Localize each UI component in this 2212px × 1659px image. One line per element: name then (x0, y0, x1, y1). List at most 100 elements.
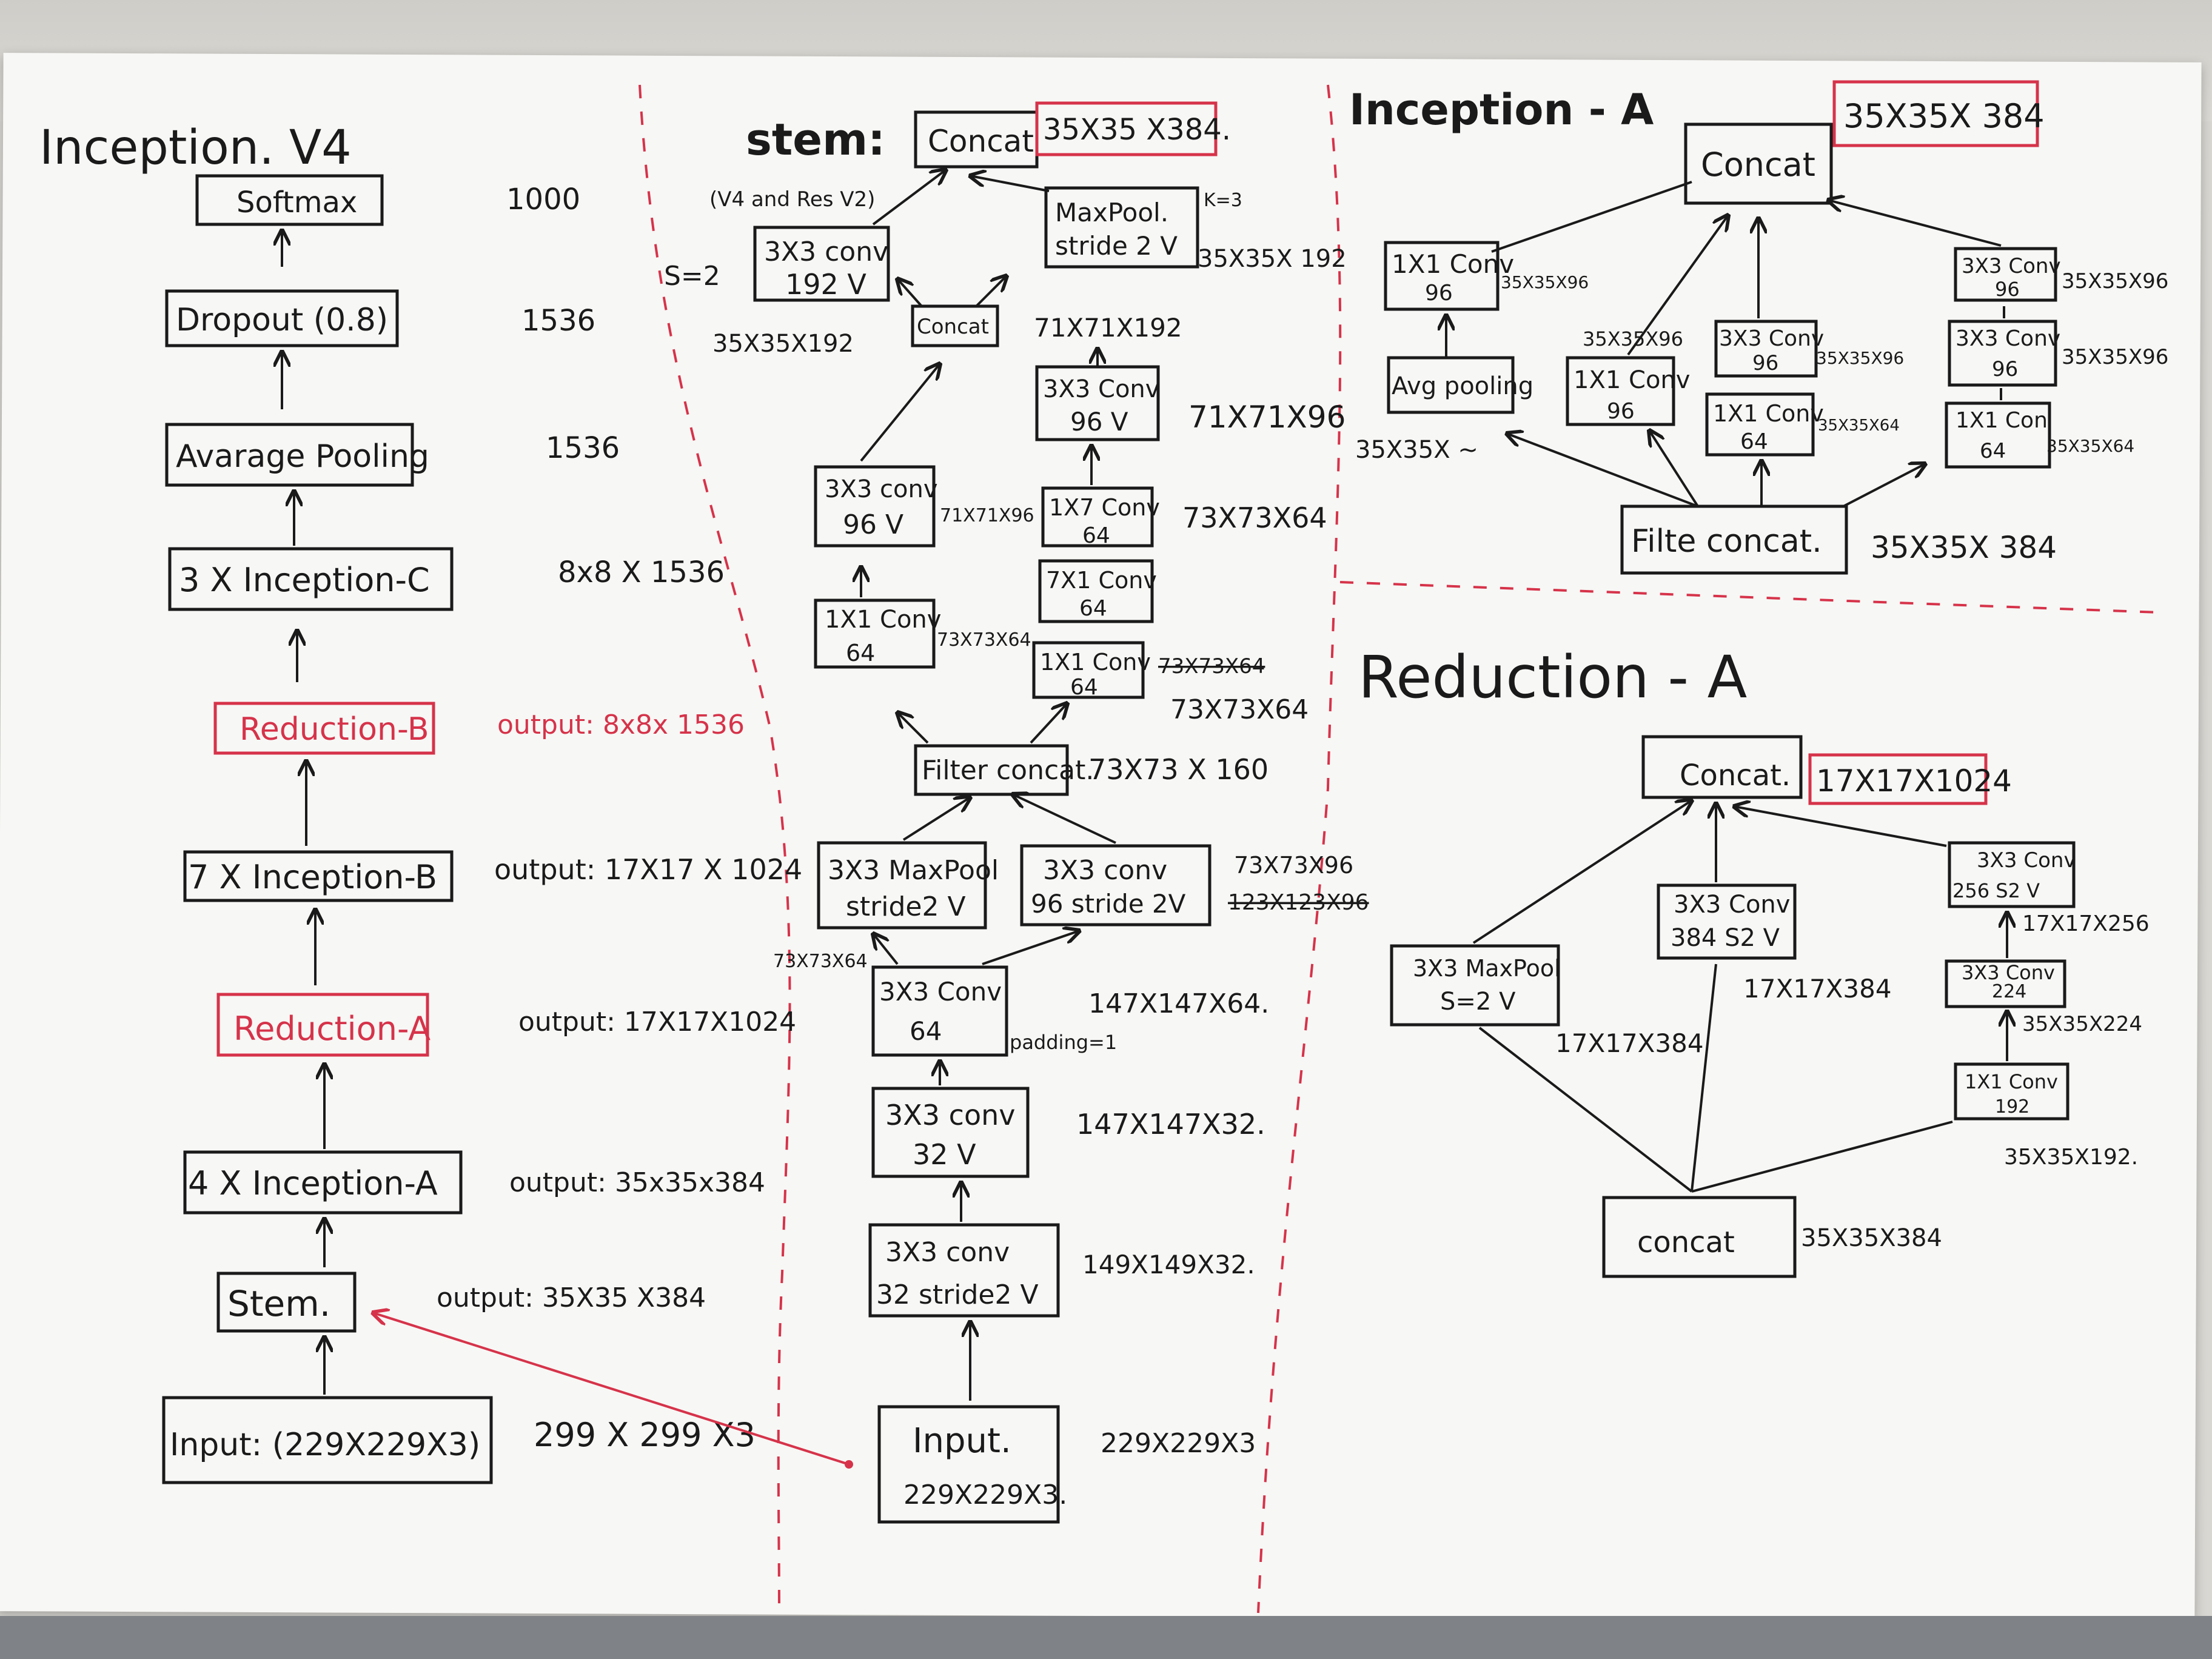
red-a-conv384-out: 17X17X384 (1743, 974, 1892, 1004)
red-a-conv192-l2: 192 (1995, 1096, 2029, 1118)
red-a-concat: Concat. 17X17X1024 (1641, 735, 2012, 805)
stem-conv32s2: 3X3 conv 32 stride2 V 149X149X32. (868, 1223, 1255, 1318)
red-link-arrow (373, 1313, 850, 1466)
block-input-note: 299 X 299 X3 (534, 1416, 756, 1454)
stem-conv7x1-l1: 7X1 Conv (1046, 567, 1157, 594)
block-inception-c-label: 3 X Inception-C (179, 561, 430, 599)
red-a-bottom-out: 35X35X384 (1801, 1224, 1942, 1252)
stem-conv1x7-l1: 1X7 Conv (1049, 494, 1160, 521)
red-a-conv256-l1: 3X3 Conv (1977, 848, 2076, 873)
block-avg-pooling-label: Avarage Pooling (176, 438, 429, 475)
stem-conv64: 3X3 Conv 64 padding=1 147X147X64. (871, 965, 1269, 1057)
red-a-conv384-l2: 384 S2 V (1671, 924, 1780, 952)
divider-right-horizontal (1339, 581, 2159, 614)
red-a-bottom-label: concat (1637, 1225, 1735, 1259)
stem-input: Input. 229X229X3. 229X229X3 (877, 1405, 1256, 1524)
inc-a-avg-out: 35X35X ~ (1355, 436, 1478, 464)
stem-conv1x1-left: 1X1 Conv 64 73X73X64 (814, 598, 1031, 669)
inc-a-b3b: 1X1 Conv 64 35X35X64 (1705, 392, 1900, 457)
block-input: Input: (229X229X3) 299 X 299 X3 (162, 1396, 756, 1484)
red-a-conv256: 3X3 Conv 256 S2 V 17X17X256 (1948, 841, 2150, 936)
stem-conv1x1-left-l2: 64 (846, 640, 875, 666)
inc-a-b4a: 3X3 Conv 96 35X35X96 (1954, 247, 2168, 302)
red-link-dot (845, 1460, 853, 1469)
stem-concat-top-label: Concat (928, 124, 1034, 159)
red-a-maxpool-out: 17X17X384 (1555, 1028, 1704, 1058)
stem-conv1x1-right: 1X1 Conv 64 73X73X64 73X73X64 (1032, 641, 1309, 725)
block-reduction-a: Reduction-A output: 17X17X1024 (216, 993, 796, 1057)
stem-conv96s2-l2: 96 stride 2V (1031, 889, 1186, 919)
block-inception-a: 4 X Inception-A output: 35x35x384 (183, 1150, 765, 1215)
stem-k3: K=3 (1204, 190, 1242, 211)
stem-conv1x1-right-out: 73X73X64 (1170, 694, 1309, 725)
stem-conv1x1-left-l1: 1X1 Conv (825, 606, 941, 634)
stem-conv7x1: 7X1 Conv 64 (1038, 559, 1157, 623)
stem-conv96-right-out: 71X71X96 (1188, 400, 1346, 435)
inc-a-title: Inception - A (1349, 85, 1654, 135)
inc-a-b3a-l1: 3X3 Conv (1719, 326, 1824, 351)
block-inception-a-label: 4 X Inception-A (188, 1164, 438, 1202)
block-softmax-label: Softmax (236, 186, 357, 220)
stem-maxpool-mid-l1: 3X3 MaxPool (828, 855, 999, 886)
stem-input-l2: 229X229X3. (903, 1480, 1067, 1510)
stem-conv1x1-left-out: 73X73X64 (937, 629, 1031, 651)
stem-maxpool-mid: 3X3 MaxPool stride2 V 73X73X64 (773, 841, 999, 972)
stem-filter-concat-out: 73X73 X 160 (1088, 753, 1269, 786)
block-stem-label: Stem. (227, 1283, 330, 1324)
block-reduction-b-note: output: 8x8x 1536 (497, 709, 745, 740)
stem-conv32s2-l2: 32 stride2 V (876, 1279, 1039, 1310)
block-inception-b: 7 X Inception-B output: 17X17 X 1024 (183, 850, 802, 902)
red-a-conv224: 3X3 Conv 224 35X35X224 (1945, 959, 2142, 1036)
stem-conv96-left-l2: 96 V (843, 509, 903, 540)
block-dropout-note: 1536 (521, 304, 595, 338)
stem-conv96-right-l2: 96 V (1070, 407, 1128, 437)
red-a-conv256-out: 17X17X256 (2022, 911, 2150, 936)
block-avg-pooling-note: 1536 (546, 431, 620, 465)
stem-conv192-l2: 192 V (785, 268, 866, 301)
inc-a-b4a-l1: 3X3 Conv (1962, 254, 2061, 278)
block-stem: Stem. output: 35X35 X384 (216, 1272, 706, 1333)
inc-a-b4b-l2: 96 (1992, 357, 2018, 381)
block-dropout: Dropout (0.8) 1536 (165, 289, 595, 347)
stem-conv32s2-out: 149X149X32. (1082, 1250, 1255, 1279)
red-a-out-tag: 17X17X1024 (1816, 763, 2012, 799)
red-a-conv224-l2: 224 (1992, 981, 2026, 1002)
red-a-maxpool-l1: 3X3 MaxPool (1413, 955, 1561, 982)
stem-conv7x1-l2: 64 (1079, 596, 1107, 621)
stem-maxpool-top: MaxPool. stride 2 V K=3 35X35X 192 (1044, 186, 1347, 273)
stem-v4-note: (V4 and Res V2) (709, 187, 875, 212)
block-avg-pooling: Avarage Pooling 1536 (165, 423, 620, 487)
stem-concat-mid: Concat 71X71X192 (911, 304, 1182, 347)
stem-conv96-left-l1: 3X3 conv (825, 475, 938, 503)
stem-maxpool-mid-l2: stride2 V (846, 891, 966, 922)
stem-conv32-l2: 32 V (913, 1138, 976, 1171)
divider-middle (1257, 84, 1342, 1614)
stem-conv96-right: 3X3 Conv 96 V 71X71X96 (1035, 365, 1346, 441)
stem-conv96s2-l1: 3X3 conv (1043, 855, 1167, 886)
inc-a-b3b-l2: 64 (1740, 429, 1768, 454)
stem-conv96s2-out-struck: 123X123X96 (1228, 890, 1369, 915)
red-a-conv224-out: 35X35X224 (2022, 1012, 2142, 1036)
inc-a-b4c: 1X1 Con 64 35X35X64 (1945, 401, 2134, 469)
block-reduction-b-label: Reduction-B (240, 711, 429, 748)
block-stem-note: output: 35X35 X384 (437, 1282, 706, 1313)
block-inception-c-note: 8x8 X 1536 (558, 555, 725, 589)
block-dropout-label: Dropout (0.8) (176, 302, 388, 338)
red-a-conv256-l2: 256 S2 V (1952, 879, 2040, 902)
inc-a-avg: Avg pooling 35X35X ~ (1355, 356, 1533, 464)
stem-conv96s2: 3X3 conv 96 stride 2V 73X73X96 123X123X9… (1020, 844, 1369, 927)
inc-a-concat: Concat (1684, 122, 1833, 205)
stem-conv1x1-right-l1: 1X1 Conv (1040, 649, 1151, 675)
red-a-conv192: 1X1 Conv 192 35X35X192. (1954, 1062, 2138, 1170)
inc-a-filter-out: 35X35X 384 (1871, 530, 2057, 565)
stem-conv64-l1: 3X3 Conv (879, 977, 1002, 1007)
inc-a-b4a-l2: 96 (1995, 278, 2020, 301)
stem-conv192-l1: 3X3 conv (764, 236, 888, 267)
red-a-conv224-l1: 3X3 Conv (1962, 961, 2055, 984)
stem-conv96-right-l1: 3X3 Conv (1043, 375, 1159, 403)
stem-concat-top-out: 35X35 X384. (1043, 113, 1231, 147)
stem-maxpool-top-out: 35X35X 192 (1198, 245, 1347, 273)
red-a-bottom-concat: concat 35X35X384 (1602, 1196, 1942, 1278)
inc-a-b4c-l1: 1X1 Con (1956, 408, 2048, 433)
